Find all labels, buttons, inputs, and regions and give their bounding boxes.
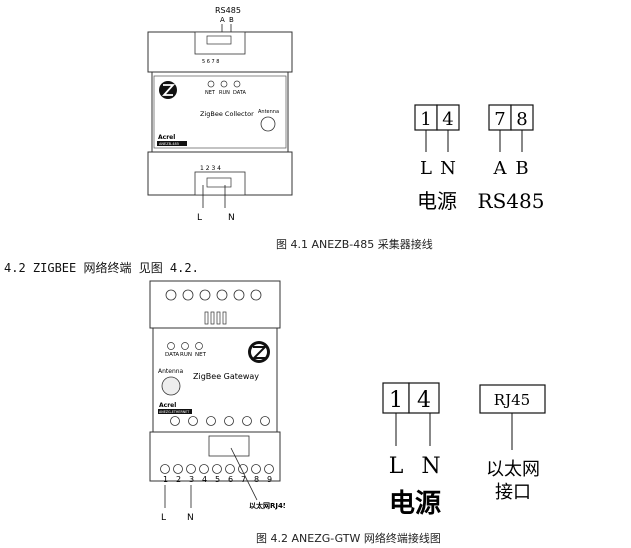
collector-led-label-run: RUN: [219, 90, 230, 96]
gw-power-label: 电源: [389, 489, 441, 519]
gateway-brand: Acrel: [159, 402, 176, 409]
svg-text:RJ45: RJ45: [494, 391, 530, 409]
collector-antenna-label: Antenna: [258, 109, 279, 115]
svg-text:8: 8: [254, 475, 259, 484]
svg-text:A: A: [493, 158, 508, 179]
collector-power-n: N: [228, 213, 235, 223]
collector-led-net: [207, 80, 215, 88]
collector-rs485-label: RS485: [215, 6, 241, 15]
gateway-power-l: L: [161, 513, 166, 523]
gateway-antenna-label: Antenna: [158, 368, 184, 375]
section-heading: 4.2 ZIGBEE 网络终端 见图 4.2.: [4, 261, 199, 275]
svg-text:7: 7: [494, 109, 505, 130]
collector-top-terminal-numbers: 5 6 7 8: [202, 59, 220, 65]
svg-text:3: 3: [189, 475, 194, 484]
collector-zigbee-logo-icon: [159, 81, 177, 99]
collector-model-code: ANEZB-485: [159, 142, 179, 146]
svg-text:B: B: [515, 158, 528, 179]
gw-power-terminal-4: [408, 382, 440, 414]
gateway-led-run: [181, 342, 189, 350]
collector-antenna-icon: [260, 116, 276, 132]
gateway-wiring-diagram: 1 4 RJ45 L N 以太网 接口 电源: [382, 382, 546, 519]
gateway-power-n: N: [187, 513, 194, 523]
collector-led-run: [220, 80, 228, 88]
collector-rs485-pin-b: B: [229, 16, 234, 24]
gateway-model-name: ZigBee Gateway: [193, 372, 259, 381]
rj45-label-line1: 以太网: [486, 459, 540, 480]
collector-bottom-terminal-numbers: 1 2 3 4: [200, 165, 221, 172]
gateway-rj45-callout: 以太网RJ45: [249, 501, 285, 510]
collector-device-drawing: RS485 A B 5 6 7 8 NET RUN DATA ZigBee Co…: [147, 6, 293, 223]
svg-text:4: 4: [442, 109, 453, 130]
gateway-top-terminals: [165, 289, 262, 301]
collector-rs485-pin-a: A: [220, 16, 225, 24]
svg-text:5: 5: [215, 475, 220, 484]
svg-text:1: 1: [389, 388, 403, 413]
power-label: 电源: [417, 189, 457, 213]
rj45-label-line2: 接口: [495, 482, 531, 503]
collector-led-data: [233, 80, 241, 88]
svg-text:N: N: [440, 158, 456, 179]
gateway-led-data: [167, 342, 175, 350]
gateway-led-net: [195, 342, 203, 350]
gateway-bottom-terminals: [160, 464, 274, 474]
svg-text:DATA: DATA: [165, 352, 179, 358]
collector-power-l: L: [197, 213, 202, 223]
svg-text:N: N: [421, 454, 440, 479]
collector-led-label-net: NET: [205, 90, 216, 96]
gateway-zigbee-logo-icon: [248, 341, 270, 363]
gateway-device-drawing: DATA RUN NET Antenna ZigBee Gateway Acre…: [149, 280, 285, 523]
svg-text:2: 2: [176, 475, 181, 484]
svg-text:9: 9: [267, 475, 272, 484]
gateway-antenna-icon: [161, 376, 181, 396]
svg-text:8: 8: [516, 109, 527, 130]
gateway-model-code: ANEZG-ETHERNET: [159, 410, 190, 414]
figure-4-1-caption: 图 4.1 ANEZB-485 采集器接线: [276, 238, 433, 251]
collector-brand: Acrel: [158, 134, 175, 141]
svg-text:1: 1: [420, 109, 431, 130]
collector-led-label-data: DATA: [233, 90, 246, 96]
gateway-rj45-port: [208, 435, 250, 457]
svg-text:4: 4: [417, 388, 431, 413]
figure-4-2-caption: 图 4.2 ANEZG-GTW 网络终端接线图: [256, 532, 441, 545]
svg-text:NET: NET: [195, 352, 207, 358]
rs485-label: RS485: [478, 189, 545, 213]
svg-text:6: 6: [228, 475, 233, 484]
svg-text:L: L: [420, 158, 432, 179]
svg-text:4: 4: [202, 475, 207, 484]
rj45-box: [479, 384, 546, 414]
svg-text:7: 7: [241, 475, 246, 484]
svg-text:1: 1: [163, 475, 168, 484]
svg-text:L: L: [389, 454, 404, 479]
collector-wiring-diagram: 1 4 7 8 L N A B 电源 RS485: [414, 104, 545, 213]
svg-text:RUN: RUN: [180, 352, 192, 358]
collector-model-name: ZigBee Collector: [200, 110, 254, 118]
